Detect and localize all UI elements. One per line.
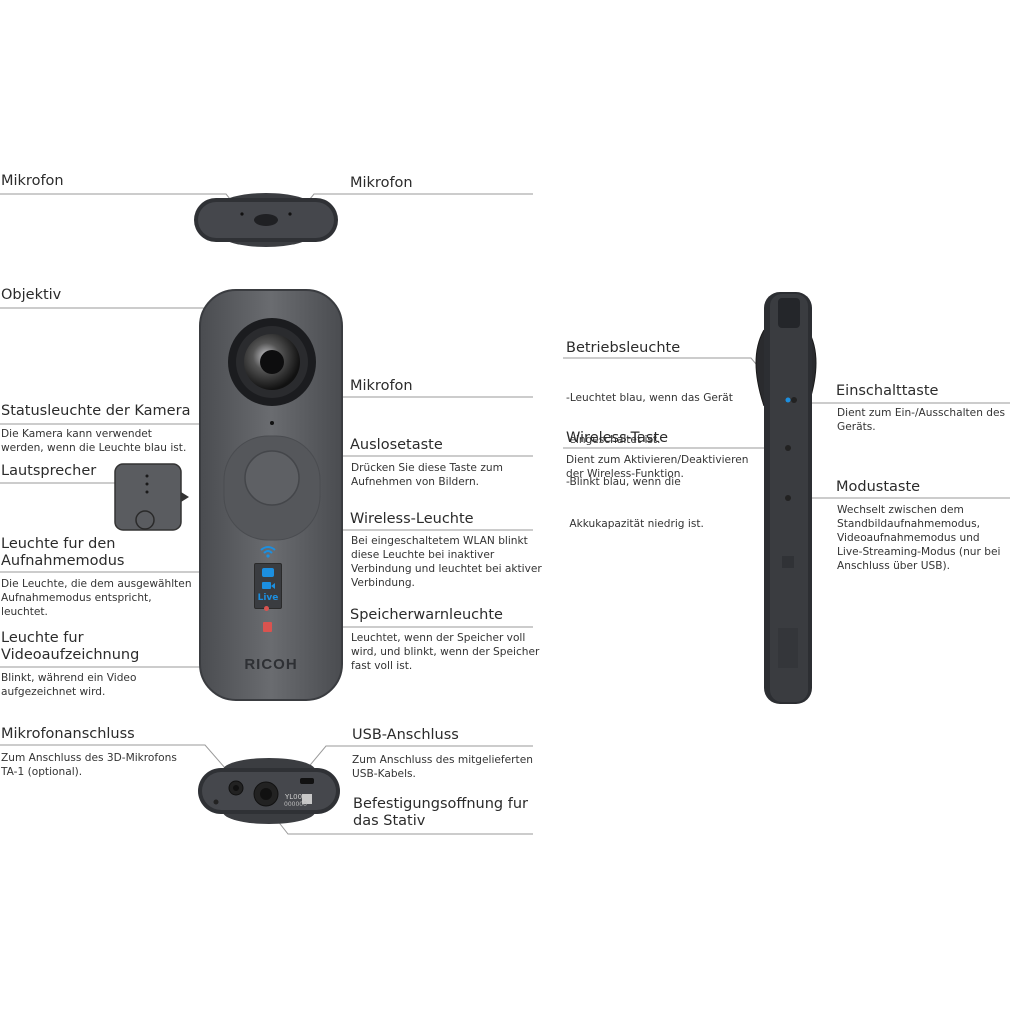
label-stativ: Befestigungsoffnung fur das Stativ	[353, 796, 529, 829]
label-modustaste: Modustaste	[836, 479, 921, 495]
label-wireless-taste: Wireless-Taste	[566, 430, 669, 446]
desc-wireless-taste: Dient zum Aktivieren/Deaktivieren der Wi…	[566, 454, 749, 480]
shutter-button	[244, 450, 300, 506]
serial-top: YL00	[285, 793, 303, 801]
video-mode-icon	[262, 582, 271, 589]
mic-top-right-hole	[288, 212, 292, 216]
desc-wireless-leuchte: Bei eingeschaltetem WLAN blinkt diese Le…	[351, 535, 542, 589]
power-button	[791, 397, 797, 403]
camera-top-view	[194, 193, 338, 247]
front-mic-hole	[270, 421, 274, 425]
memory-warning-icon	[263, 622, 272, 632]
power-light	[785, 397, 791, 403]
wifi-indicator-icon	[260, 544, 276, 558]
usb-port	[300, 778, 314, 784]
video-mode-icon-lens	[271, 583, 275, 589]
mic-top-left-hole	[240, 212, 244, 216]
label-objektiv: Objektiv	[1, 287, 62, 303]
desc-auslosetaste: Drücken Sie diese Taste zum Aufnehmen vo…	[351, 462, 503, 488]
desc-videoaufzeichnung: Blinkt, während ein Video aufgezeichnet …	[1, 672, 137, 698]
brand-logo: RICOH	[244, 656, 298, 673]
label-betriebsleuchte: Betriebsleuchte	[566, 340, 681, 356]
label-lautsprecher: Lautsprecher	[1, 463, 97, 479]
video-record-light	[264, 606, 269, 611]
camera-front-view	[199, 289, 343, 701]
live-mode-label: Live	[257, 593, 279, 603]
label-statusleuchte: Statusleuchte der Kamera	[1, 403, 191, 419]
camera-bottom-view	[198, 758, 340, 824]
desc-speicherwarn: Leuchtet, wenn der Speicher voll wird, u…	[351, 632, 540, 672]
desc-usb: Zum Anschluss des mitgelieferten USB-Kab…	[352, 754, 533, 780]
label-aufnahmemodus: Leuchte fur den Aufnahmemodus	[1, 536, 125, 569]
desc-mikrofonanschluss: Zum Anschluss des 3D-Mikrofons TA-1 (opt…	[1, 752, 177, 778]
desc-statusleuchte: Die Kamera kann verwendet werden, wenn d…	[1, 428, 187, 454]
label-mic-top-left: Mikrofon	[1, 173, 64, 189]
desc-aufnahmemodus: Die Leuchte, die dem ausgewählten Aufnah…	[1, 578, 192, 618]
label-usb: USB-Anschluss	[352, 727, 459, 743]
label-wireless-leuchte: Wireless-Leuchte	[350, 511, 474, 527]
mode-button	[785, 495, 791, 501]
label-einschalttaste: Einschalttaste	[836, 383, 939, 399]
label-speicherwarn: Speicherwarnleuchte	[350, 607, 503, 623]
speaker-inset	[114, 463, 189, 531]
label-mikrofonanschluss: Mikrofonanschluss	[1, 726, 135, 742]
label-videoaufzeichnung: Leuchte fur Videoaufzeichnung	[1, 630, 140, 663]
label-mic-front: Mikrofon	[350, 378, 413, 394]
label-auslosetaste: Auslosetaste	[350, 437, 443, 453]
label-mic-top-right: Mikrofon	[350, 175, 413, 191]
wireless-button	[785, 445, 791, 451]
camera-mode-icon	[262, 568, 274, 577]
desc-modustaste: Wechselt zwischen dem Standbildaufnahmem…	[837, 504, 1001, 572]
mode-indicator-panel: Live	[254, 563, 282, 609]
serial-bottom: 000000	[284, 801, 307, 808]
camera-side-view	[755, 292, 817, 704]
desc-betriebsleuchte: -Leuchtet blau, wenn das Gerät eingescha…	[566, 392, 733, 530]
desc-einschalttaste: Dient zum Ein-/Ausschalten des Geräts.	[837, 407, 1006, 433]
